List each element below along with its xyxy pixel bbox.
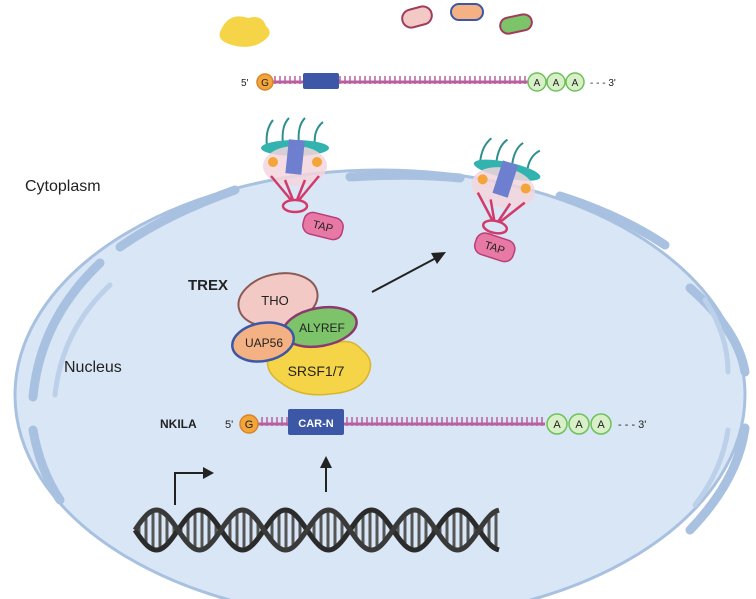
mrnp-basket bbox=[476, 192, 526, 235]
basket-fibril bbox=[295, 179, 307, 201]
mrnp-fibril bbox=[497, 202, 512, 223]
tap-left-body bbox=[302, 211, 344, 241]
cyto-polya-label: A bbox=[572, 78, 579, 89]
transcription-up-arrow bbox=[320, 456, 332, 492]
tap-left: TAP bbox=[302, 211, 344, 241]
cyto-five-prime-label: 5' bbox=[241, 78, 249, 89]
mrnp-subunit bbox=[520, 183, 531, 194]
tho-label: THO bbox=[261, 293, 288, 308]
nuclear-pore-left: TAP bbox=[261, 117, 344, 241]
tss-arrow-line bbox=[174, 472, 205, 505]
cyto-polya-tail: A A A bbox=[527, 72, 585, 92]
nuc-cap bbox=[239, 414, 259, 434]
up-arrow-head bbox=[320, 456, 332, 468]
envelope-segment bbox=[555, 191, 670, 250]
nuc-cap-label: G bbox=[245, 419, 254, 431]
envelope-segment bbox=[28, 425, 65, 505]
nkila-label: NKILA bbox=[160, 417, 197, 431]
nuc-polya-base bbox=[568, 413, 590, 435]
pore-filament bbox=[265, 119, 274, 147]
tap-left-label: TAP bbox=[311, 219, 334, 236]
nuc-polya-tail: A A A bbox=[546, 413, 612, 435]
export-arrow bbox=[371, 252, 446, 293]
cyto-cap-label: G bbox=[261, 78, 269, 89]
envelope-segment bbox=[28, 258, 105, 402]
cyto-polya-base bbox=[527, 72, 547, 92]
cytoplasm-proteins bbox=[219, 3, 533, 47]
tap-right: TAP bbox=[473, 232, 516, 263]
nuc-polya-base bbox=[590, 413, 612, 435]
inner-envelope-segment bbox=[702, 297, 731, 375]
cyto-polya-label: A bbox=[553, 78, 560, 89]
trex-label: TREX bbox=[188, 277, 228, 294]
mrnp-fibril bbox=[476, 192, 494, 221]
orange-protein bbox=[450, 3, 484, 21]
nuc-polya-label: A bbox=[597, 419, 605, 431]
pink-protein bbox=[401, 5, 433, 29]
trex-complex: TREX THO SRSF1/7 ALYREF UAP56 bbox=[188, 272, 372, 396]
cyto-three-prime-label: - - - 3' bbox=[590, 78, 616, 89]
basket-fibril bbox=[298, 175, 320, 201]
pore-nuclear-basket bbox=[270, 175, 320, 214]
pore-cargo bbox=[285, 139, 305, 175]
envelope-segment bbox=[685, 423, 750, 535]
uap56-label: UAP56 bbox=[245, 336, 283, 350]
cytoplasm-label: Cytoplasm bbox=[25, 178, 101, 195]
mrnp-fibril bbox=[499, 201, 526, 223]
dna-helix bbox=[132, 507, 500, 553]
exporting-mrnp-right: TAP bbox=[471, 137, 541, 263]
tss-arrow-head bbox=[203, 467, 214, 479]
green-protein bbox=[499, 13, 533, 35]
cyto-polya-label: A bbox=[534, 78, 541, 89]
cyto-polya-base bbox=[565, 72, 585, 92]
envelope-segment bbox=[115, 185, 240, 252]
transcription-start-arrow bbox=[174, 467, 214, 505]
mrnp-cargo bbox=[492, 160, 519, 198]
mrnp-basket-ring bbox=[481, 219, 509, 235]
pore-subunit bbox=[268, 157, 278, 167]
cytoplasm-mrna: 5' G A A A - - - 3' bbox=[241, 72, 616, 92]
mrnp-subunit bbox=[477, 174, 488, 185]
pore-filament bbox=[281, 117, 290, 145]
mrnp-fibril bbox=[489, 199, 496, 221]
dna-strand bbox=[132, 507, 500, 553]
nuc-polya-label: A bbox=[575, 419, 583, 431]
nucleus-body bbox=[13, 168, 747, 599]
cyto-polya-base bbox=[546, 72, 566, 92]
alyref-label: ALYREF bbox=[299, 321, 345, 335]
nucleus bbox=[13, 168, 750, 599]
export-arrow-line bbox=[371, 257, 437, 293]
nuc-polya-base bbox=[546, 413, 568, 435]
basket-fibril bbox=[270, 175, 292, 201]
dna-strand bbox=[132, 507, 500, 553]
export-arrow-head bbox=[431, 252, 446, 264]
inner-envelope bbox=[52, 282, 731, 508]
cyto-car-n-element bbox=[303, 73, 339, 89]
nucleus-label: Nucleus bbox=[64, 359, 122, 376]
srsf-label: SRSF1/7 bbox=[288, 363, 345, 379]
basket-ring bbox=[281, 198, 309, 214]
tap-right-body bbox=[473, 232, 516, 263]
nuc-three-prime-label: - - - 3' bbox=[618, 419, 646, 431]
nuclear-envelope bbox=[28, 170, 750, 535]
nuc-polya-label: A bbox=[553, 419, 561, 431]
mrnp-filament bbox=[479, 137, 493, 163]
cyto-cap bbox=[256, 73, 274, 91]
yellow-protein-blob bbox=[219, 16, 270, 47]
pore-subunit bbox=[312, 157, 322, 167]
inner-envelope-segment bbox=[692, 427, 731, 508]
uap56-protein bbox=[231, 321, 295, 363]
basket-fibril bbox=[283, 179, 295, 201]
car-n-element bbox=[288, 409, 344, 435]
car-n-label: CAR-N bbox=[298, 418, 333, 430]
nuc-five-prime-label: 5' bbox=[225, 419, 233, 431]
nkila-rna: NKILA 5' G CAR-N A A A - - - 3' bbox=[160, 409, 646, 435]
inner-envelope-segment bbox=[52, 282, 113, 398]
envelope-segment bbox=[685, 283, 750, 377]
envelope-segment bbox=[345, 170, 465, 183]
